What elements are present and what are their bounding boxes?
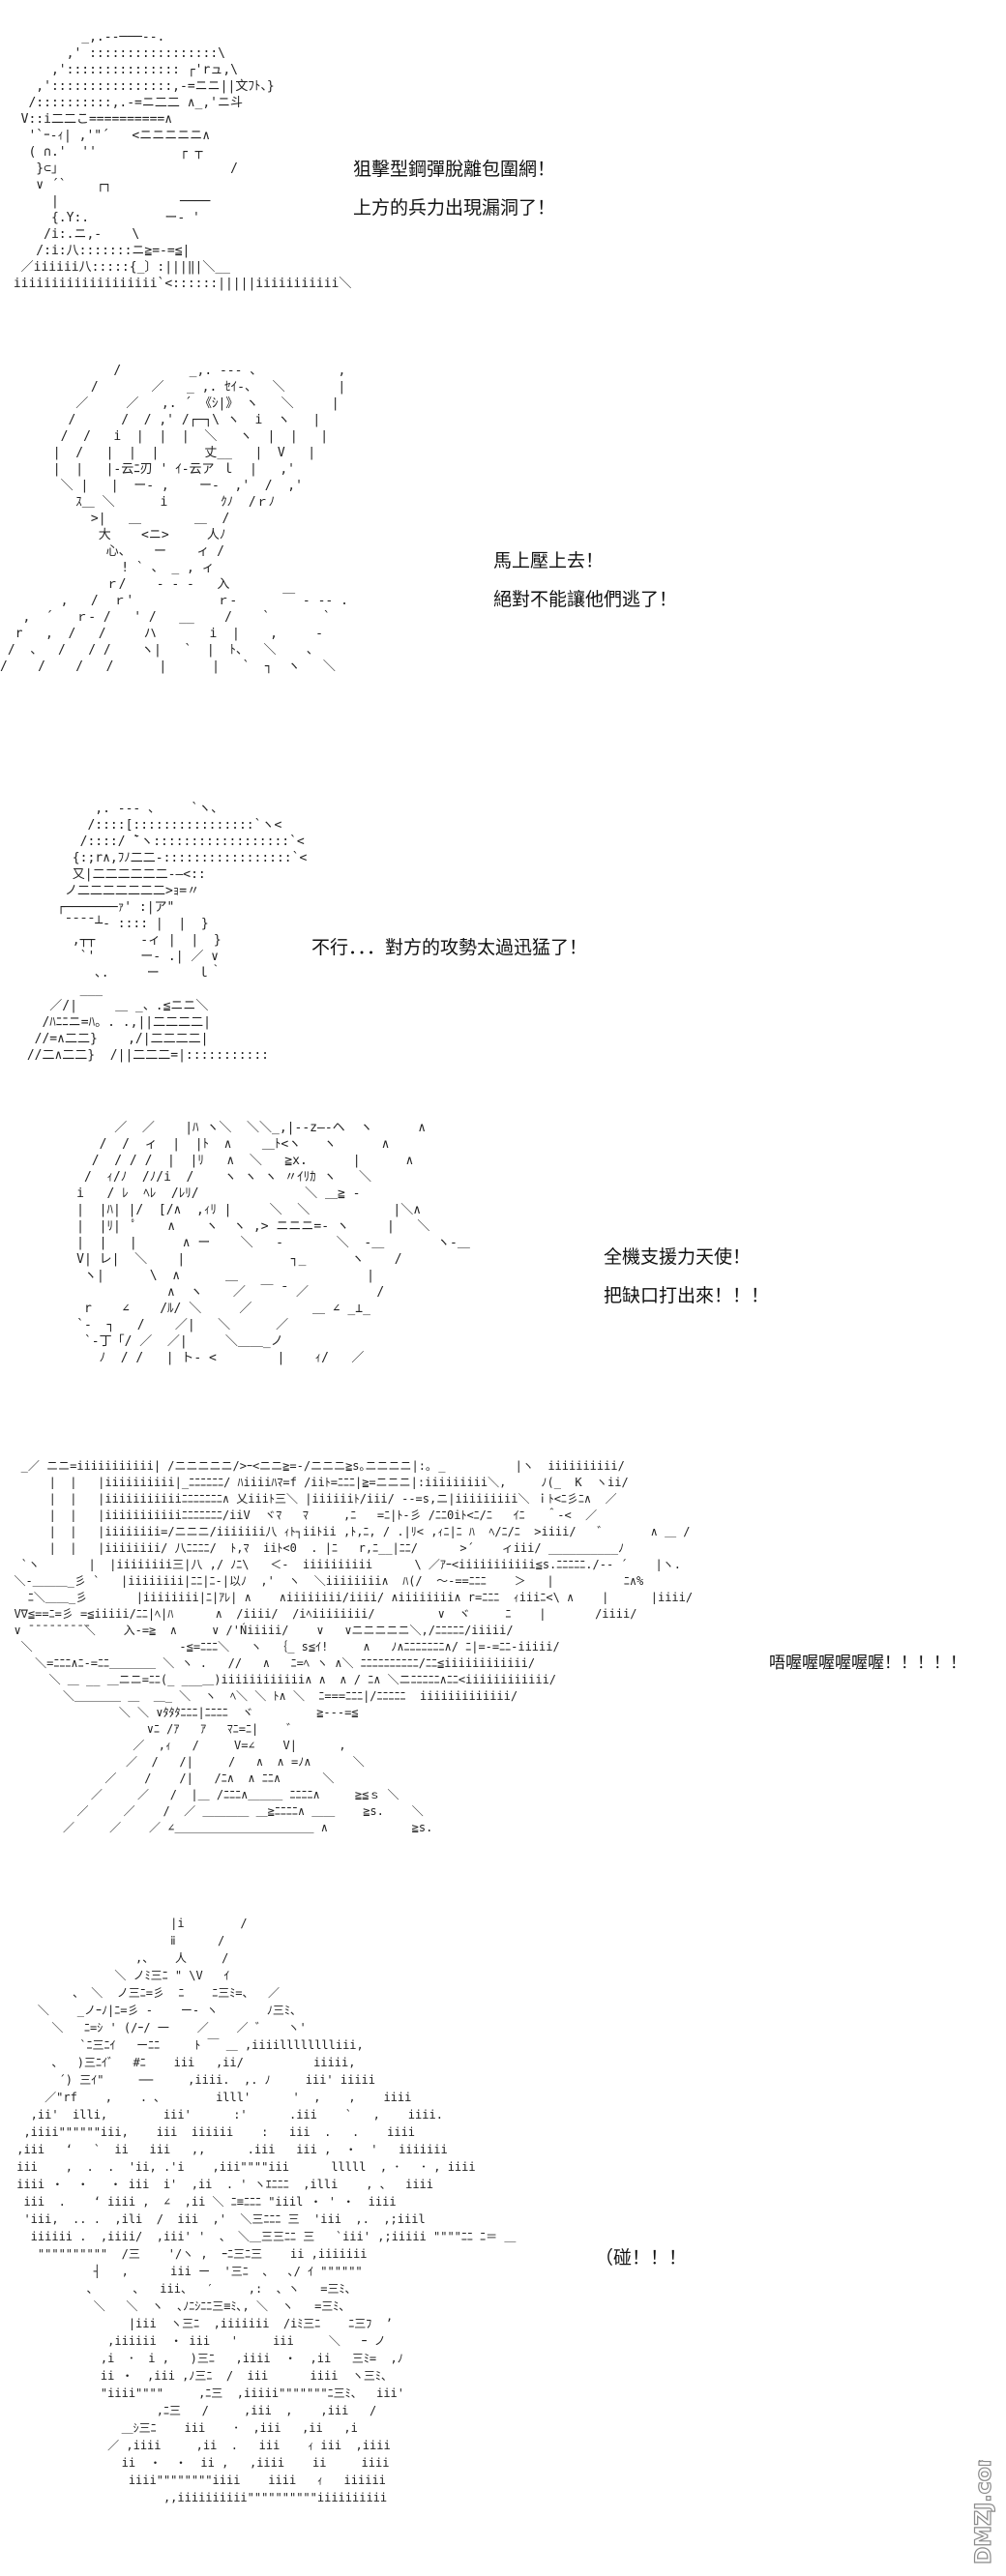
dialog-line: 狙擊型鋼彈脫離包圍網！ xyxy=(353,159,556,180)
dialog-line: 把缺口打出來！！！ xyxy=(604,1285,770,1306)
dialog-line: 馬上壓上去！ xyxy=(493,550,605,571)
ascii-art-commander: / _,. -‐- 、 , / ／ _ ,. ｾｲ‐、 ＼ | ／ ／ ,. ´… xyxy=(0,364,348,674)
ascii-art-sniper: _,.-‐───--. ,' :::::::::::::::::\ ,'::::… xyxy=(13,30,352,291)
ascii-art-mobile-suit-charge: _／ ニニ=iiiiiiiiiii| /ニニニニニ/>ｰ<ニニ≧=-/ニニニ≧s… xyxy=(14,1459,694,1834)
panel-3: ,. --- 、 `ヽ、 /::::[::::::::::::::::`ヽ< /… xyxy=(0,783,1006,1102)
panel-5: _／ ニニ=iiiiiiiiiii| /ニニニニニ/>ｰ<ニニ≧=-/ニニニ≧s… xyxy=(0,1450,1006,1905)
dmzj-logo-icon: DMZJ.com xyxy=(971,2444,996,2565)
dialog-line: （碰！！！ xyxy=(595,2247,688,2269)
ascii-art-angel-pilot: ／ ／ |ﾊ ヽ＼ ＼＼_,|‐‐z―-ヘ ヽ ∧ / / ィ | |ﾄ ∧ ＿… xyxy=(76,1121,470,1365)
dialog-box: 馬上壓上去！ 絕對不能讓他們逃了！ xyxy=(493,542,677,619)
dialog-line: 唔喔喔喔喔喔喔！！！！！ xyxy=(769,1654,966,1673)
dmzj-watermark: DMZJ.com xyxy=(967,2444,1000,2566)
panel-6: |i / ⅱ / ,、 人 / ＼ ノﾐ三ﾆ " \V ｲ 、 ＼ ノ三ﾆ=彡 … xyxy=(0,1915,1006,2576)
watermark-text: DMZJ.com xyxy=(972,2460,996,2564)
panel-1: _,.-‐───--. ,' :::::::::::::::::\ ,'::::… xyxy=(0,0,1006,329)
dialog-line: 上方的兵力出現漏洞了！ xyxy=(353,197,556,219)
dialog-line: 絕對不能讓他們逃了！ xyxy=(493,589,678,610)
ascii-art-explosion: |i / ⅱ / ,、 人 / ＼ ノﾐ三ﾆ " \V ｲ 、 ＼ ノ三ﾆ=彡 … xyxy=(16,1917,517,2504)
dialog-box: 不行．．．對方的攻勢太過迅猛了！ xyxy=(311,928,587,967)
dialog-box: 全機支援力天使！ 把缺口打出來！！！ xyxy=(604,1238,769,1315)
dialog-line: 全機支援力天使！ xyxy=(604,1246,752,1268)
dialog-box: 狙擊型鋼彈脫離包圍網！ 上方的兵力出現漏洞了！ xyxy=(353,150,555,227)
ascii-art-soldier: ,. --- 、 `ヽ、 /::::[::::::::::::::::`ヽ< /… xyxy=(26,802,308,1063)
panel-4: ／ ／ |ﾊ ヽ＼ ＼＼_,|‐‐z―-ヘ ヽ ∧ / / ィ | |ﾄ ∧ ＿… xyxy=(0,1112,1006,1431)
dialog-line: 不行．．．對方的攻勢太過迅猛了！ xyxy=(311,937,588,958)
panel-2: / _,. -‐- 、 , / ／ _ ,. ｾｲ‐、 ＼ | ／ ／ ,. ´… xyxy=(0,348,1006,774)
dialog-box: （碰！！！ xyxy=(595,2239,687,2277)
dialog-box: 唔喔喔喔喔喔喔！！！！！ xyxy=(769,1644,966,1683)
